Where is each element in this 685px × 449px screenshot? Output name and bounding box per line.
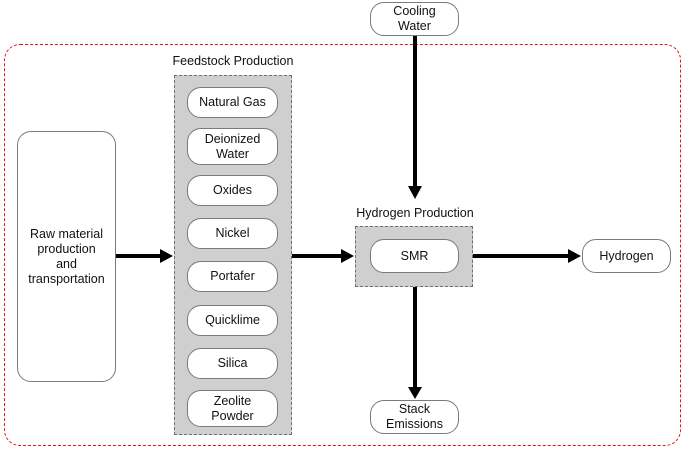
hydrogen-output-node: Hydrogen [582, 239, 671, 273]
hydrogen-production-title: Hydrogen Production [356, 206, 474, 220]
feedstock-oxides: Oxides [187, 175, 278, 206]
cooling-water-node: Cooling Water [370, 2, 459, 36]
arrowhead-emissions [408, 387, 422, 399]
feedstock-portafer: Portafer [187, 261, 278, 292]
smr-node: SMR [370, 239, 459, 273]
stack-emissions-node: Stack Emissions [370, 400, 459, 434]
feedstock-natural-gas: Natural Gas [187, 87, 278, 118]
arrowhead-hydrogen [568, 249, 581, 263]
feedstock-production-title: Feedstock Production [172, 54, 294, 68]
feedstock-zeolite-powder: Zeolite Powder [187, 390, 278, 427]
arrowhead-raw [160, 249, 173, 263]
feedstock-deionized-water: Deionized Water [187, 128, 278, 165]
arrowhead-feedstock [341, 249, 354, 263]
system-boundary [4, 44, 681, 446]
feedstock-silica: Silica [187, 348, 278, 379]
raw-material-node: Raw material production and transportati… [17, 131, 116, 382]
feedstock-quicklime: Quicklime [187, 305, 278, 336]
arrowhead-cooling [408, 186, 422, 199]
feedstock-nickel: Nickel [187, 218, 278, 249]
